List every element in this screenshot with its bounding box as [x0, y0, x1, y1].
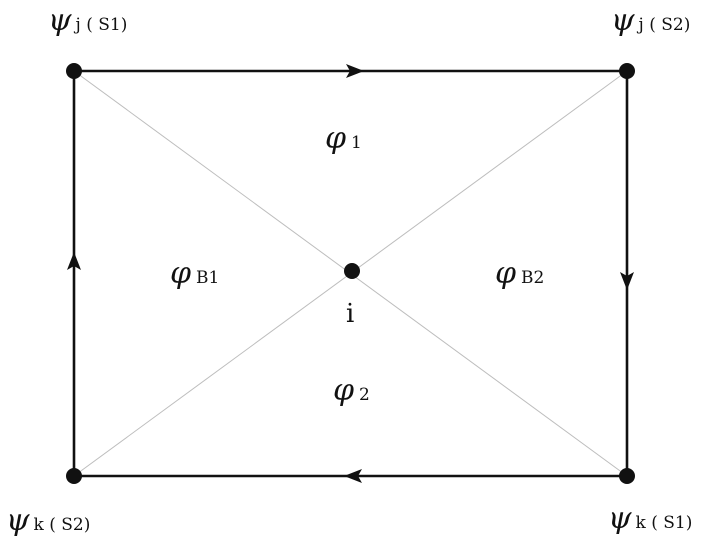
node-top-left — [66, 63, 82, 79]
label-top-right-subscript: j ( S2) — [637, 15, 691, 35]
arrow-up-icon — [67, 252, 81, 270]
label-top-left-subscript: j ( S1) — [74, 15, 128, 35]
label-region-top-symbol: φ — [325, 121, 346, 156]
label-region-bottom-subscript: 2 — [359, 385, 370, 405]
label-bottom-left-subscript: k ( S2) — [34, 515, 91, 535]
label-region-bottom-symbol: φ — [333, 373, 354, 408]
node-bottom-right — [619, 468, 635, 484]
label-region-top-subscript: 1 — [351, 133, 362, 153]
label-top-left-symbol: ψ — [48, 3, 72, 38]
label-region-left-subscript: B1 — [196, 268, 219, 288]
label-region-right-subscript: B2 — [521, 268, 544, 288]
arrow-down-icon — [620, 272, 634, 290]
arrow-left-icon — [344, 469, 362, 483]
label-region-right-symbol: φ — [495, 256, 516, 291]
label-top-right-symbol: ψ — [611, 3, 635, 38]
node-top-right — [619, 63, 635, 79]
label-bottom-right-symbol: ψ — [608, 501, 632, 536]
node-bottom-left — [66, 468, 82, 484]
label-bottom-left-symbol: ψ — [6, 503, 30, 538]
arrow-right-icon — [346, 64, 364, 78]
label-region-left-symbol: φ — [170, 256, 191, 291]
node-center — [344, 263, 360, 279]
label-center-node: i — [346, 299, 354, 329]
label-bottom-right-subscript: k ( S1) — [636, 513, 693, 533]
